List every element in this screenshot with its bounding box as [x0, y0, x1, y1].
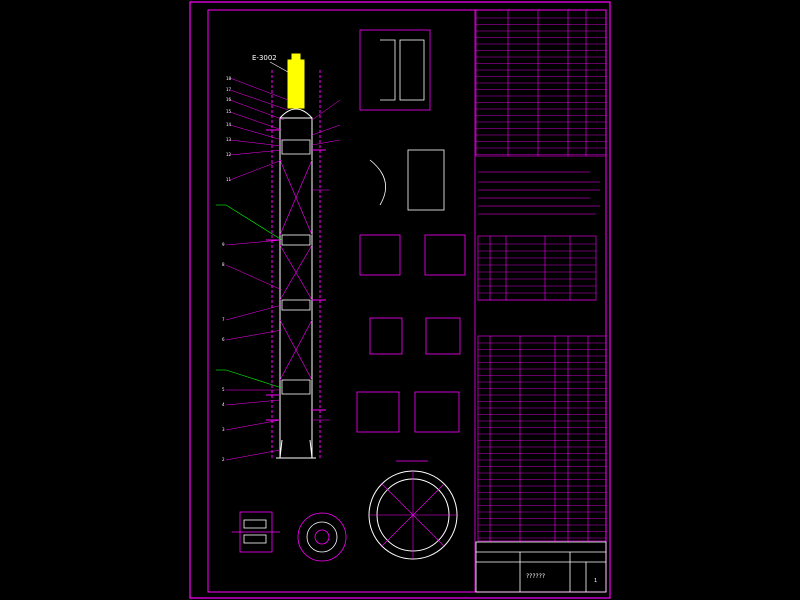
callout-12: 12 [226, 152, 232, 157]
parts-list-rows [478, 342, 606, 539]
callout-2: 2 [222, 457, 225, 462]
notes-block [478, 171, 600, 215]
callout-16: 16 [226, 97, 232, 102]
callout-8: 8 [222, 262, 225, 267]
callout-5: 5 [222, 387, 225, 392]
callout-6: 6 [222, 337, 225, 342]
green-leaders [216, 204, 283, 389]
callout-11: 11 [226, 177, 232, 182]
left-callout-numbers: 18 17 16 15 14 13 12 11 9 8 7 6 5 4 3 2 [222, 76, 232, 462]
callout-18: 18 [226, 76, 232, 81]
callout-13: 13 [226, 137, 232, 142]
equipment-tag: E-3002 [252, 54, 277, 62]
detail-views [356, 29, 466, 433]
support-ring-plan [368, 470, 458, 560]
callout-15: 15 [226, 109, 232, 114]
detail-nozzle-plan [297, 512, 347, 562]
nozzle-table [477, 235, 597, 301]
callout-9: 9 [222, 242, 225, 247]
title-block-sheet: 1 [594, 578, 597, 584]
title-block [475, 541, 607, 593]
callout-7: 7 [222, 317, 225, 322]
callout-14: 14 [226, 122, 232, 127]
callout-leaders [225, 77, 289, 461]
callout-17: 17 [226, 87, 232, 92]
parts-list-table [477, 335, 607, 542]
detail-flange-section [232, 511, 280, 553]
title-block-name: ?????? [526, 573, 545, 580]
column-elevation [266, 53, 326, 459]
sheet-outer-frame [189, 1, 611, 599]
table-row-lines [476, 17, 606, 155]
callout-3: 3 [222, 427, 225, 432]
nozzle-table-rows [478, 243, 596, 301]
callout-4: 4 [222, 402, 225, 407]
sheet-inner-frame [207, 9, 607, 593]
